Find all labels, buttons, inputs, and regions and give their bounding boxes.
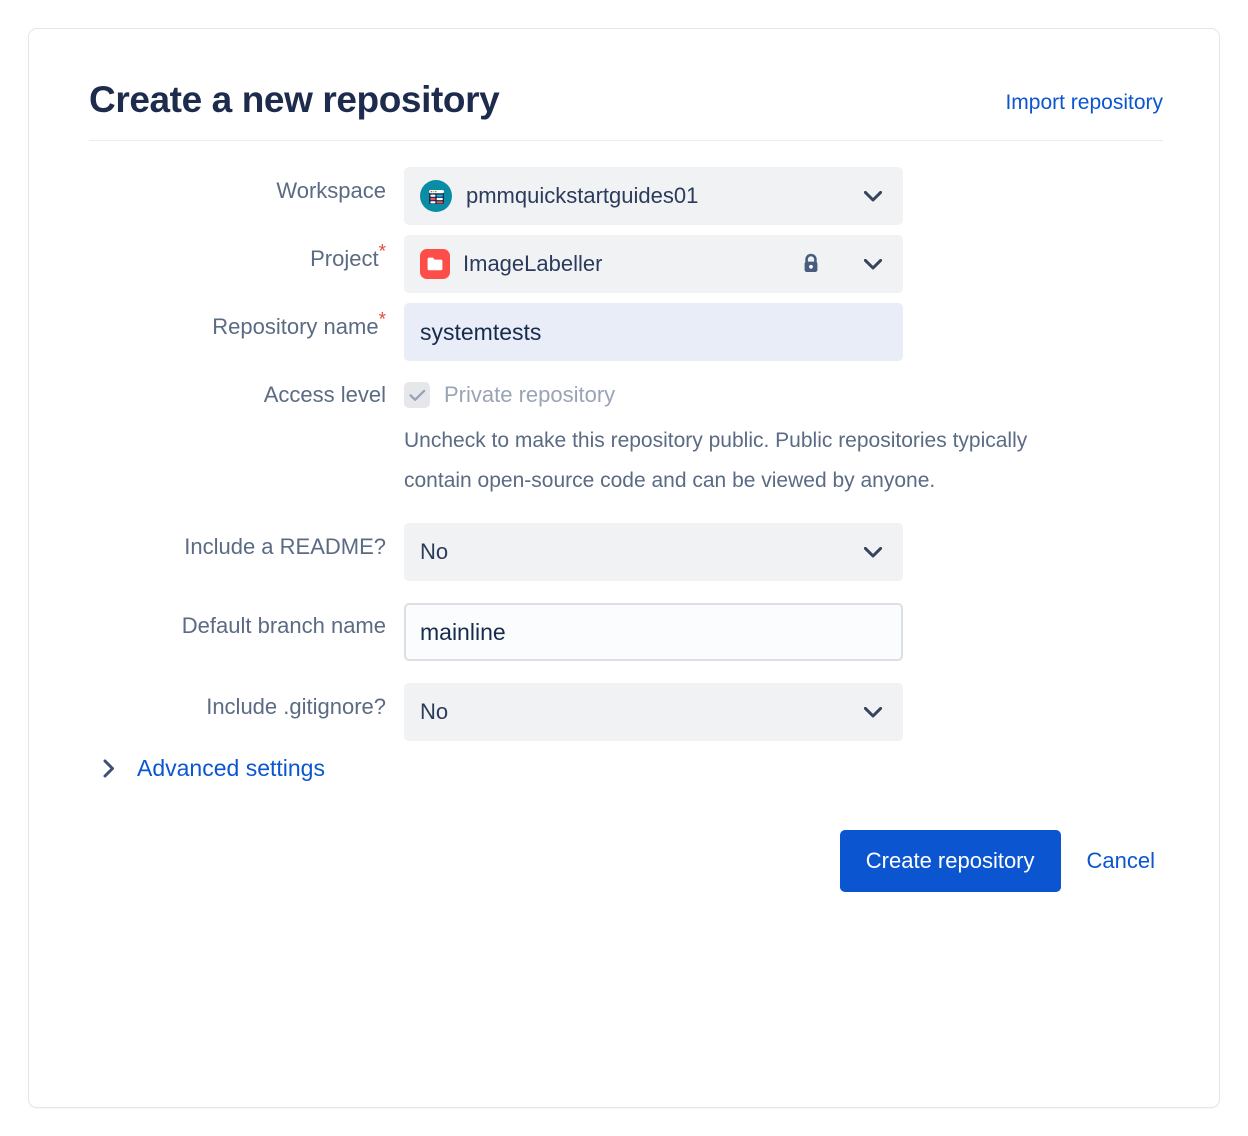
repository-name-required-asterisk: * (378, 309, 386, 331)
checkmark-icon[interactable] (404, 382, 430, 408)
form-footer: Create repository Cancel (89, 830, 1163, 892)
form-row-default-branch: Default branch name (89, 603, 1163, 661)
chevron-down-icon (861, 184, 885, 208)
form-row-include-gitignore: Include .gitignore? No (89, 683, 1163, 741)
form-row-access-level: Access level Private repository Uncheck … (89, 371, 1163, 501)
access-level-help-text: Uncheck to make this repository public. … (404, 429, 1028, 492)
include-gitignore-select[interactable]: No (404, 683, 903, 741)
form-row-repository-name: Repository name* (89, 303, 1163, 361)
page-title: Create a new repository (89, 79, 500, 120)
chevron-down-icon (861, 252, 885, 276)
create-repository-form: Workspace (89, 167, 1163, 892)
advanced-settings-label: Advanced settings (137, 755, 325, 781)
advanced-settings-toggle[interactable]: Advanced settings (103, 755, 325, 782)
import-repository-link[interactable]: Import repository (1005, 91, 1163, 114)
project-required-asterisk: * (378, 241, 386, 263)
default-branch-field[interactable] (404, 603, 903, 661)
include-gitignore-label: Include .gitignore? (206, 694, 386, 719)
default-branch-input[interactable] (420, 618, 887, 646)
include-readme-value: No (420, 539, 449, 564)
folder-icon (420, 249, 450, 279)
include-readme-label: Include a README? (184, 534, 386, 559)
private-repository-label: Private repository (444, 382, 616, 407)
include-readme-select[interactable]: No (404, 523, 903, 581)
chevron-right-icon (103, 759, 125, 778)
project-select[interactable]: ImageLabeller (404, 235, 903, 293)
repository-name-label: Repository name* (89, 303, 404, 341)
workspace-value: pmmquickstartguides01 (466, 183, 699, 208)
workspace-dashboard-icon (420, 180, 452, 212)
form-row-project: Project* ImageLabeller (89, 235, 1163, 293)
project-label: Project* (89, 235, 404, 273)
workspace-label: Workspace (276, 178, 386, 203)
include-gitignore-value: No (420, 699, 449, 724)
private-repository-checkbox-row[interactable]: Private repository (404, 371, 1163, 415)
cancel-button[interactable]: Cancel (1083, 848, 1159, 874)
create-repository-card: Create a new repository Import repositor… (28, 28, 1220, 1108)
form-row-include-readme: Include a README? No (89, 523, 1163, 581)
access-level-label: Access level (263, 382, 386, 407)
default-branch-label: Default branch name (181, 613, 386, 638)
chevron-down-icon (861, 540, 885, 564)
lock-icon (799, 251, 823, 277)
repository-name-input[interactable] (420, 318, 887, 346)
chevron-down-icon (861, 700, 885, 724)
card-header: Create a new repository Import repositor… (89, 81, 1163, 141)
create-repository-button[interactable]: Create repository (839, 830, 1061, 892)
project-value: ImageLabeller (463, 251, 603, 276)
repository-name-field[interactable] (404, 303, 903, 361)
form-row-workspace: Workspace (89, 167, 1163, 225)
workspace-select[interactable]: pmmquickstartguides01 (404, 167, 903, 225)
project-label-text: Project (310, 246, 379, 271)
repository-name-label-text: Repository name (212, 314, 379, 339)
